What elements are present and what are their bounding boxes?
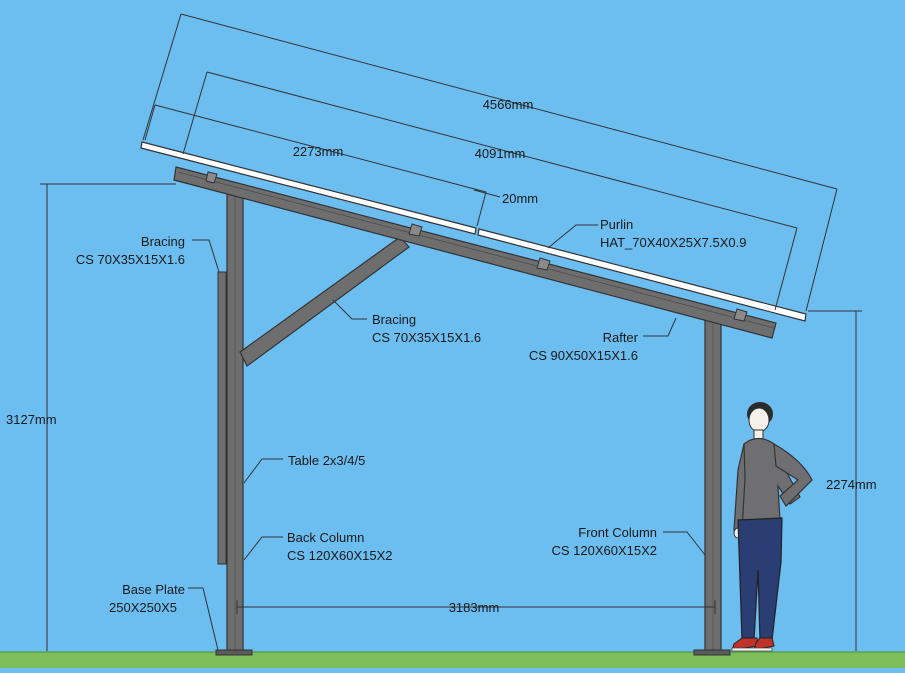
label-rafter-spec: CS 90X50X15X1.6: [529, 348, 638, 363]
dim-overall: [142, 13, 838, 312]
label-base-plate-name: Base Plate: [122, 582, 185, 597]
leader-bracing-top: [192, 239, 220, 273]
label-back-column-spec: CS 120X60X15X2: [287, 548, 393, 563]
rafter-edge: [177, 171, 775, 329]
rafter: [173, 166, 777, 339]
dim-column-spacing-label: 3183mm: [449, 600, 500, 615]
dim-back-height-label: 3127mm: [6, 412, 57, 427]
solar-panel-2: [477, 228, 807, 322]
dim-front-height: [808, 310, 862, 651]
purlins: [205, 171, 748, 322]
label-purlin-name: Purlin: [600, 217, 633, 232]
dim-span-label: 4091mm: [475, 146, 526, 161]
label-purlin-spec: HAT_70X40X25X7.5X0.9: [600, 235, 746, 250]
leader-table: [243, 458, 283, 484]
dim-front-height-label: 2274mm: [826, 477, 877, 492]
back-base-plate: [215, 649, 253, 656]
label-table: Table 2x3/4/5: [288, 453, 365, 468]
person-figure-icon: [731, 402, 813, 652]
label-bracing-top-name: Bracing: [141, 234, 185, 249]
leader-front-column: [663, 531, 706, 556]
label-bracing-top-spec: CS 70X35X15X1.6: [76, 252, 185, 267]
dim-panel-gap-label: 20mm: [502, 191, 538, 206]
dim-panel-width-label: 2273mm: [293, 144, 344, 159]
leader-purlin: [547, 224, 598, 249]
label-front-column-name: Front Column: [578, 525, 657, 540]
dim-panel-width: [144, 104, 501, 227]
solar-panel-1: [140, 141, 477, 235]
label-back-column-name: Back Column: [287, 530, 364, 545]
label-rafter-name: Rafter: [603, 330, 639, 345]
leader-bracing-mid: [332, 299, 367, 320]
leader-rafter: [643, 317, 677, 337]
label-front-column-spec: CS 120X60X15X2: [551, 543, 657, 558]
ground: [0, 652, 905, 668]
label-bracing-mid-name: Bracing: [372, 312, 416, 327]
front-base-plate: [693, 649, 731, 656]
dim-span: [182, 71, 798, 311]
dim-overall-label: 4566mm: [483, 97, 534, 112]
leader-back-column: [243, 536, 283, 561]
purlin-3: [536, 257, 551, 271]
leader-lines: [188, 224, 706, 651]
back-bracing-vertical: [217, 271, 227, 565]
label-bracing-mid-spec: CS 70X35X15X1.6: [372, 330, 481, 345]
purlin-2: [408, 223, 423, 237]
purlin-4: [733, 308, 748, 322]
label-base-plate-spec: 250X250X5: [109, 600, 177, 615]
purlin-1: [205, 171, 218, 184]
diagonal-bracing: [239, 236, 410, 367]
dim-back-height: [40, 183, 176, 651]
leader-base-plate: [188, 587, 219, 651]
dim-column-spacing: [236, 600, 716, 614]
